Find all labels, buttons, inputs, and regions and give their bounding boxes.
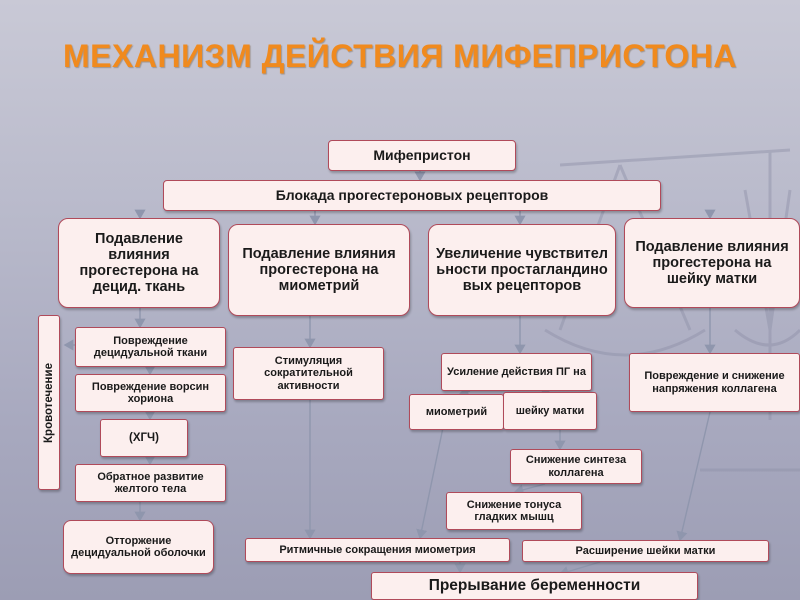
node-hcg: (ХГЧ)	[100, 419, 188, 457]
node-cervix: шейку матки	[503, 392, 597, 430]
node-smooth-muscle-tone-decrease: Снижение тонуса гладких мышц	[446, 492, 582, 530]
node-branch-cervix: Подавление влияния прогестерона на шейку…	[624, 218, 800, 308]
node-pg-enhancement: Усиление действия ПГ на	[441, 353, 592, 391]
node-decidual-rejection: Отторжение децидуальной оболочки	[63, 520, 214, 574]
node-contractile-stimulation: Стимуляция сократительной активности	[233, 347, 384, 400]
node-collagen-damage: Повреждение и снижение напряжения коллаг…	[629, 353, 800, 412]
page-title: МЕХАНИЗМ ДЕЙСТВИЯ МИФЕПРИСТОНА	[63, 38, 737, 74]
node-bleeding: Кровотечение	[38, 315, 60, 490]
node-branch-sensitivity: Увеличение чувствительности простагланди…	[428, 224, 616, 316]
node-mifepristone: Мифепристон	[328, 140, 516, 171]
node-corpus-luteum: Обратное развитие желтого тела	[75, 464, 226, 502]
node-chorion-damage: Повреждение ворсин хориона	[75, 374, 226, 412]
node-rhythmic-contractions: Ритмичные сокращения миометрия	[245, 538, 510, 562]
node-collagen-synthesis-decrease: Снижение синтеза коллагена	[510, 449, 642, 484]
node-bleeding-label: Кровотечение	[43, 362, 55, 443]
node-myometrium: миометрий	[409, 394, 504, 430]
node-pregnancy-termination: Прерывание беременности	[371, 572, 698, 600]
node-branch-myometrium: Подавление влияния прогестерона на миоме…	[228, 224, 410, 316]
node-cervix-dilation: Расширение шейки матки	[522, 540, 769, 562]
node-decidual-damage: Повреждение децидуальной ткани	[75, 327, 226, 367]
node-blockade: Блокада прогестероновых рецепторов	[163, 180, 661, 211]
node-branch-decidual: Подавление влияния прогестерона на децид…	[58, 218, 220, 308]
